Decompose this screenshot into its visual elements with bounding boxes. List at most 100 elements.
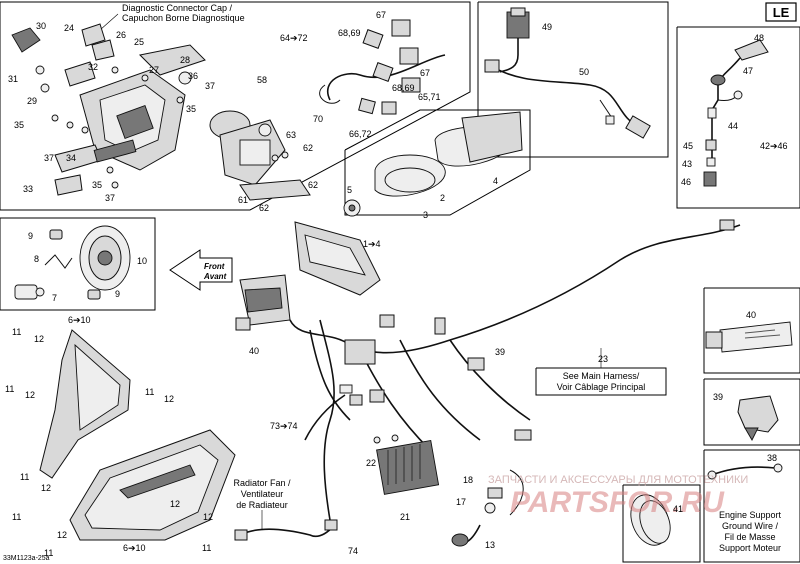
clip-panel-frame [703,378,800,446]
callout: 44 [728,121,738,131]
callout: 48 [754,33,764,43]
callout: 11 [20,472,29,482]
callout: 62 [303,143,313,153]
svg-text:Avant: Avant [203,272,227,281]
callout: 62 [259,203,269,213]
steering-column-assembly [54,44,206,173]
callout: 8 [34,254,39,264]
callout: 38 [767,453,777,463]
callout: 10 [137,256,147,266]
radiator-fan-wire [234,384,353,541]
svg-text:Ground Wire /: Ground Wire / [722,521,779,531]
engine-support-caption: Engine Support Ground Wire / Fil de Mass… [719,510,782,553]
power-steering-motor [209,110,311,201]
grip-panel-frame [676,26,800,209]
callout: 68,69 [392,83,415,93]
headlight-housing-upper [39,329,131,479]
svg-text:Engine Support: Engine Support [719,510,782,520]
callout: 67 [420,68,430,78]
diagnostic-cap [11,23,115,87]
callout: 29 [27,96,37,106]
switch-panel-frame [477,1,669,158]
callout: 7 [52,293,57,303]
callout: 6➔10 [68,315,91,325]
callout: 37 [205,81,215,91]
callout: 35 [92,180,102,190]
callout: 4 [493,176,498,186]
callout: 43 [682,159,692,169]
svg-text:Ventilateur: Ventilateur [241,489,284,499]
main-harness-caption-frame [535,367,667,396]
svg-text:Voir Câblage Principal: Voir Câblage Principal [557,382,646,392]
callout: 50 [579,67,589,77]
svg-text:Support Moteur: Support Moteur [719,543,781,553]
callout: 34 [66,153,76,163]
callout: 27 [149,65,159,75]
headlight-bulbs [14,225,131,300]
sealant-panel-frame [703,287,800,374]
callout: 32 [88,62,98,72]
harness-clip [737,395,779,441]
callout: 49 [542,22,552,32]
svg-text:Fil de Masse: Fil de Masse [724,532,775,542]
callout: 40 [746,310,756,320]
callout: 41 [673,504,683,514]
callout: 26 [116,30,126,40]
callout: 23 [598,354,608,364]
callout: 12 [164,394,174,404]
callout: 40 [249,346,259,356]
callout: 12 [41,483,51,493]
callout: 9 [28,231,33,241]
callout: 58 [257,75,267,85]
callout: 67 [376,10,386,20]
callout: 74 [348,546,358,556]
figure-code: 33M1123a-25a [3,555,50,562]
callout: 39 [495,347,505,357]
callout: 62 [308,180,318,190]
sealant-tube [705,321,793,353]
diagnostic-caption: Diagnostic Connector Cap / Capuchon Born… [99,3,245,31]
switch-cable [484,7,651,139]
callout: 12 [203,512,213,522]
callout: 70 [313,114,323,124]
callout: 35 [14,120,24,130]
callout: 73➔74 [270,421,298,431]
callout: 9 [115,289,120,299]
callout: 12 [25,390,35,400]
callout: 18 [463,475,473,485]
svg-text:de Radiateur: de Radiateur [236,500,288,510]
model-tag-text: LE [773,5,790,20]
callout: 12 [34,334,44,344]
gauge-cluster-exploded [343,111,523,217]
callout: 42➔46 [760,141,788,151]
callout: 24 [64,23,74,33]
callout: 17 [456,497,466,507]
callout: 12 [57,530,67,540]
callout: 66,72 [349,129,372,139]
callout: 39 [713,392,723,402]
callout: 11 [145,387,154,397]
relay-group [319,19,446,115]
main-harness [235,219,741,521]
callout: 11 [44,548,53,558]
callout: 47 [743,66,753,76]
callout: 5 [347,185,352,195]
gauge-panel-frame [344,109,531,216]
svg-text:Radiator Fan /: Radiator Fan / [233,478,291,488]
callout: 61 [238,195,248,205]
callout: 25 [134,37,144,47]
grip-sensor-harness [703,39,769,187]
callout: 13 [485,540,495,550]
callout: 28 [180,55,190,65]
callout: 63 [286,130,296,140]
callout: 11 [5,384,14,394]
bolts-steering [35,65,184,196]
callout: 1➔4 [363,239,381,249]
callout: 65,71 [418,92,441,102]
main-harness-caption: See Main Harness/ Voir Câblage Principal [557,348,646,392]
callout: 68,69 [338,28,361,38]
callout: 12 [170,499,180,509]
watermark-line: ЗАПЧАСТИ И АКСЕССУАРЫ ДЛЯ МОТОТЕХНИКИ [488,474,748,486]
callout: 11 [12,512,21,522]
